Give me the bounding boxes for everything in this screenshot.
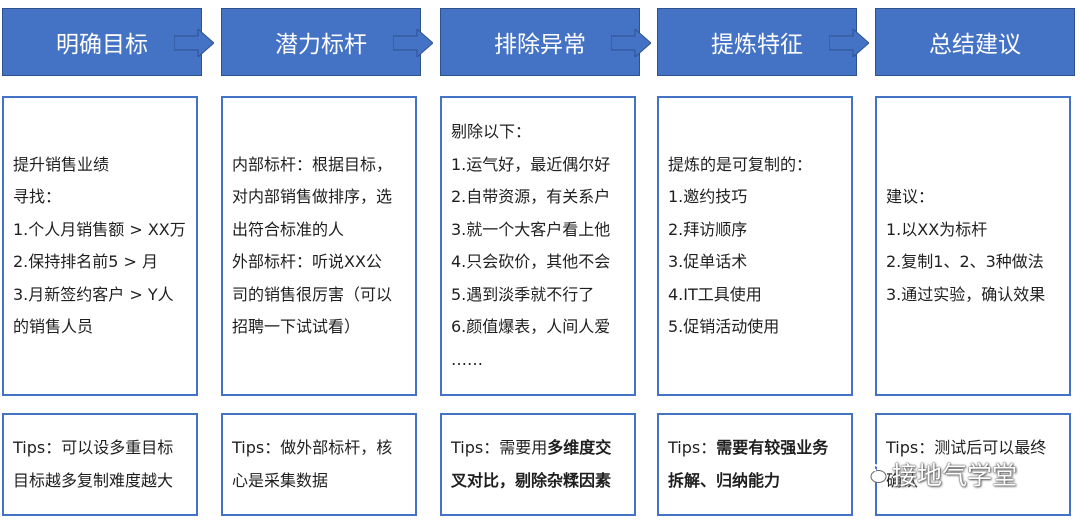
step-body-line: 3.通过实验，确认效果 (886, 284, 1046, 304)
wechat-icon (862, 463, 887, 483)
step-tips-box: Tips：做外部标杆，核心是采集数据 (221, 413, 417, 516)
tips-text: Tips：测试后可以最终 (886, 438, 1047, 457)
step-tips-box: Tips：需要有较强业务拆解、归纳能力 (657, 413, 853, 516)
arrow-right-icon (174, 29, 214, 57)
step-body-line: 2.拜访顺序 (668, 219, 748, 239)
step-body-line: 1.以XX为标杆 (886, 219, 988, 239)
arrow-right-icon (829, 29, 869, 57)
step-body-line: 外部标杆：听说XX公 (232, 252, 382, 271)
arrow-right-icon (393, 29, 433, 57)
tips-line: 目标越多复制难度越大 (13, 465, 188, 498)
step-body-line: 对内部销售做排序，选 (232, 187, 393, 206)
step-body-line: 的销售人员 (13, 317, 94, 336)
step-body-line: 3.月新签约客户 > Y人 (13, 284, 174, 304)
tips-line: 确认 (886, 465, 1061, 498)
step-body-line: 提升销售业绩 (13, 154, 110, 174)
tips-emphasis: 需要有较强业务 (716, 438, 829, 457)
step-header: 总结建议 (875, 8, 1075, 76)
step-body-line: 招聘一下试试看） (232, 317, 361, 336)
step-tips-box: Tips：可以设多重目标目标越多复制难度越大 (2, 413, 198, 516)
tips-text: Tips： (668, 438, 717, 457)
tips-emphasis: 多维度交 (547, 438, 612, 457)
step-header: 排除异常 (440, 8, 640, 76)
tips-text: 目标越多复制难度越大 (13, 470, 174, 490)
step-body-box: 提炼的是可复制的： 1.邀约技巧 2.拜访顺序 3.促单话术 4.IT工具使用 5.促销活… (657, 96, 853, 396)
step-header: 提炼特征 (657, 8, 857, 76)
tips-line: Tips：需要有较强业务 (668, 432, 843, 465)
tips-line: Tips：测试后可以最终 (886, 432, 1061, 465)
tips-text: 心是采集数据 (232, 470, 329, 490)
step-body-line: 内部标杆：根据目标， (232, 154, 393, 174)
step-body-line: 6.颜值爆表，人间人爱 (451, 317, 611, 336)
step-body-line: 2.复制1、2、3种做法 (886, 252, 1044, 271)
step-body-line: 司的销售很厉害（可以 (232, 284, 393, 304)
tips-text: Tips：可以设多重目标 (13, 438, 174, 457)
tips-text: Tips：做外部标杆，核 (232, 438, 393, 457)
tips-line: Tips：做外部标杆，核 (232, 432, 407, 465)
step-body-line: 建议： (886, 187, 935, 206)
step-body-line: 2.自带资源，有关系户 (451, 187, 611, 206)
tips-text: 确认 (886, 470, 919, 490)
step-body-line: 1.个人月销售额 > XX万 (13, 219, 186, 239)
step-body-line: 1.运气好，最近偶尔好 (451, 154, 611, 174)
step-body-line: 4.只会砍价，其他不会 (451, 252, 611, 271)
arrow-right-icon (611, 29, 651, 57)
step-body-line: 提炼的是可复制的： (668, 154, 813, 174)
step-body-line: 4.IT工具使用 (668, 284, 762, 304)
step-body-line: 剔除以下： (451, 122, 532, 141)
step-body-line: 出符合标准的人 (232, 219, 345, 239)
step-body-line: 3.就一个大客户看上他 (451, 219, 611, 239)
step-tips-box: Tips：需要用多维度交叉对比，剔除杂糅因素 (440, 413, 636, 516)
step-body-box: 剔除以下： 1.运气好，最近偶尔好 2.自带资源，有关系户 3.就一个大客户看上他 4.… (440, 96, 636, 396)
step-body-line: 5.促销活动使用 (668, 317, 780, 336)
tips-line: Tips：可以设多重目标 (13, 432, 188, 465)
step-tips-box: Tips：测试后可以最终确认 (875, 413, 1071, 516)
step-body-line: 3.促单话术 (668, 252, 748, 271)
step-body-line: 寻找： (13, 187, 62, 206)
tips-line: 心是采集数据 (232, 465, 407, 498)
step-header: 潜力标杆 (221, 8, 421, 76)
step-body-line: 1.邀约技巧 (668, 187, 748, 206)
watermark-text: 接地气学堂 (892, 461, 1018, 490)
step-body-line: 2.保持排名前5 > 月 (13, 252, 159, 271)
tips-line: 叉对比，剔除杂糅因素 (451, 465, 626, 498)
tips-line: Tips：需要用多维度交 (451, 432, 626, 465)
step-body-box: 建议： 1.以XX为标杆 2.复制1、2、3种做法 3.通过实验，确认效果 (875, 96, 1071, 396)
step-body-box: 提升销售业绩寻找： 1.个人月销售额 > XX万 2.保持排名前5 > 月 3.月新签… (2, 96, 198, 396)
step-body-box: 内部标杆：根据目标， 对内部销售做排序，选出符合标准的人外部标杆：听说XX公司的销… (221, 96, 417, 396)
tips-text: Tips：需要用 (451, 438, 548, 457)
watermark: 接地气学堂 (862, 456, 1017, 492)
step-header: 明确目标 (2, 8, 202, 76)
tips-emphasis: 叉对比，剔除杂糅因素 (451, 470, 612, 490)
step-body-line: 5.遇到淡季就不行了 (451, 284, 595, 304)
step-body-line: …… (451, 349, 483, 369)
tips-emphasis: 拆解、归纳能力 (668, 470, 781, 490)
tips-line: 拆解、归纳能力 (668, 465, 843, 498)
